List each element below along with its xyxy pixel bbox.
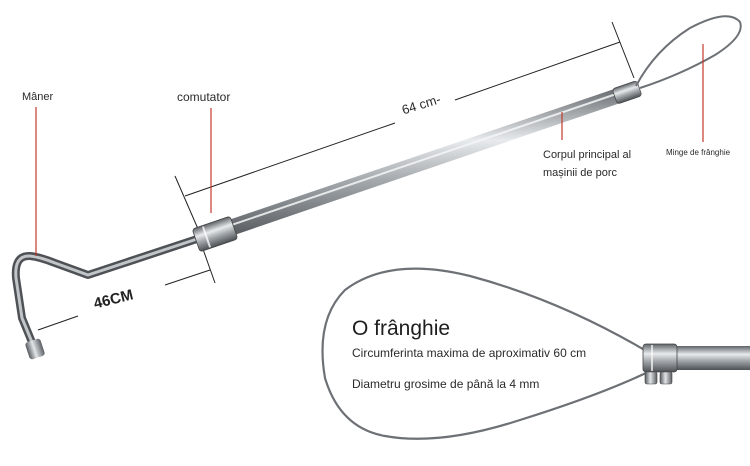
rope-title: O frânghie — [352, 317, 451, 340]
detail-tube — [642, 343, 750, 385]
pointer-lines — [35, 44, 704, 256]
main-body-label-line1: Corpul principal al — [543, 149, 632, 161]
hook-handle — [11, 234, 204, 360]
rope-circumference: Circumferinta maxima de aproximativ 60 c… — [352, 346, 587, 360]
main-tube — [205, 85, 632, 243]
main-body-label: Corpul principal al mașinii de porc — [543, 146, 653, 182]
switch-collar — [192, 216, 238, 252]
large-rope-loop — [321, 267, 649, 440]
top-rope-loop — [635, 15, 742, 89]
main-body-label-line2: mașinii de porc — [543, 167, 617, 179]
rope-ball-label: Minge de frânghie — [666, 148, 731, 157]
tube-end-cap — [612, 80, 642, 104]
switch-label: comutator — [177, 90, 231, 104]
rope-diameter: Diametru grosime de până la 4 mm — [352, 377, 540, 391]
handle-label: Mâner — [22, 91, 54, 103]
dimension-lines — [37, 21, 635, 331]
